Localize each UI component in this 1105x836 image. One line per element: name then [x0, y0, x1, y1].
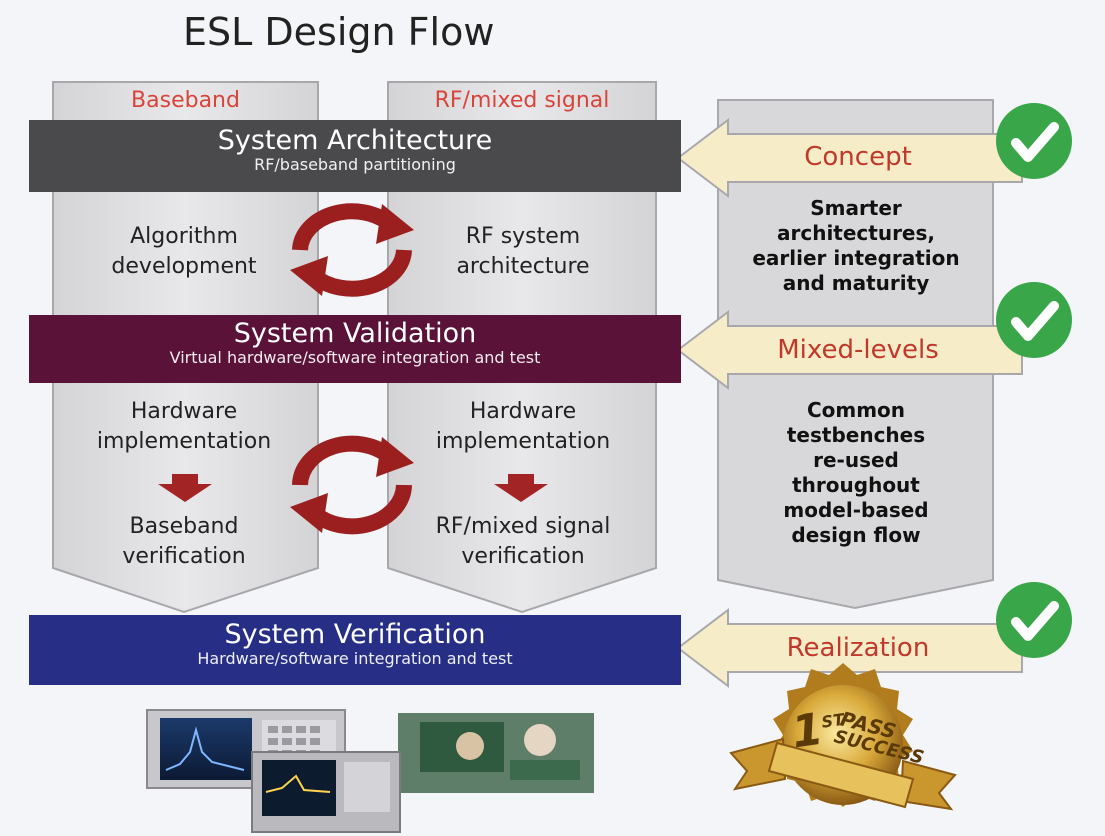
system-verification-band: [29, 615, 681, 685]
system-architecture-title: System Architecture: [217, 125, 493, 156]
cycle-arrows-icon-bottom: [290, 435, 414, 535]
system-validation-subtitle: Virtual hardware/software integration an…: [169, 348, 541, 367]
cell-line: Hardware: [130, 399, 238, 424]
check-icon-2: [996, 282, 1072, 358]
algorithm-development-cell: Algorithm development: [53, 222, 315, 282]
cell-line: architecture: [456, 254, 590, 279]
award-seal-icon: [729, 663, 957, 811]
cell-line: RF/mixed signal: [435, 514, 611, 539]
left-hardware-implementation-cell: Hardware implementation: [53, 397, 315, 457]
cell-line: Algorithm: [130, 224, 238, 249]
check-icon-3: [996, 582, 1072, 658]
benefit-common-testbenches: Common testbenches re-used throughout mo…: [722, 398, 990, 548]
system-validation-band: [29, 315, 681, 383]
benefit-line: Common: [806, 398, 906, 422]
benefit-line: architectures,: [776, 221, 936, 245]
cell-line: Baseband: [129, 514, 239, 539]
cell-line: implementation: [435, 429, 611, 454]
system-architecture-band: [29, 120, 681, 192]
benefit-line: earlier integration: [752, 246, 960, 270]
right-hardware-implementation-cell: Hardware implementation: [392, 397, 654, 457]
down-arrow-icon-left: [158, 474, 212, 502]
system-validation-label: System Validation Virtual hardware/softw…: [29, 319, 681, 367]
cell-line: Hardware: [469, 399, 577, 424]
system-validation-title: System Validation: [233, 318, 477, 349]
mixed-levels-label: Mixed-levels: [777, 335, 939, 365]
cell-line: development: [111, 254, 257, 279]
instrument-photo-analyzer-2: [251, 751, 401, 833]
rf-system-architecture-cell: RF system architecture: [392, 222, 654, 282]
system-verification-title: System Verification: [224, 619, 486, 650]
benefit-line: testbenches: [786, 423, 926, 447]
page-title: ESL Design Flow: [183, 10, 495, 54]
down-arrow-icon-right: [494, 474, 548, 502]
cell-line: RF system: [465, 224, 581, 249]
column-header-baseband: Baseband: [131, 88, 240, 113]
benefit-line: design flow: [791, 523, 921, 547]
cell-line: verification: [122, 544, 246, 569]
cell-line: implementation: [96, 429, 272, 454]
rf-mixed-signal-verification-cell: RF/mixed signal verification: [392, 512, 654, 572]
benefit-smarter-architectures: Smarter architectures, earlier integrati…: [722, 196, 990, 296]
column-header-rf: RF/mixed signal: [434, 88, 610, 113]
system-architecture-subtitle: RF/baseband partitioning: [254, 155, 456, 174]
system-verification-label: System Verification Hardware/software in…: [29, 620, 681, 668]
concept-label: Concept: [804, 142, 912, 172]
benefit-line: re-used: [813, 448, 899, 472]
instrument-photo-pcb: [398, 713, 594, 793]
realization-label: Realization: [786, 633, 930, 663]
benefit-line: throughout: [792, 473, 920, 497]
benefit-line: Smarter: [810, 196, 902, 220]
cycle-arrows-icon-top: [290, 203, 414, 297]
benefit-line: model-based: [783, 498, 929, 522]
benefit-line: and maturity: [782, 271, 930, 295]
cell-line: verification: [461, 544, 585, 569]
system-verification-subtitle: Hardware/software integration and test: [197, 649, 513, 668]
system-architecture-label: System Architecture RF/baseband partitio…: [29, 126, 681, 174]
check-icon-1: [996, 103, 1072, 179]
instrument-photo-analyzer-1: [146, 709, 346, 789]
baseband-verification-cell: Baseband verification: [53, 512, 315, 572]
